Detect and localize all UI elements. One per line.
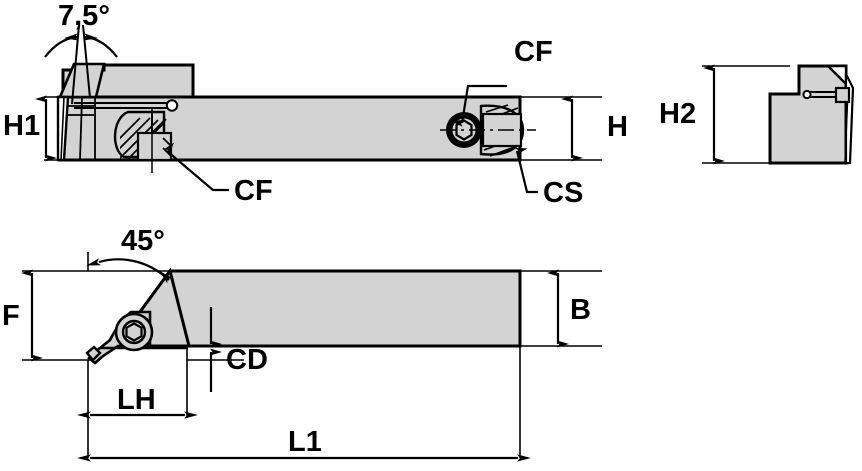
plan-view-group	[22, 252, 602, 458]
toolholder-end-profile	[768, 64, 848, 165]
dimension-label-lh: LH	[117, 384, 156, 416]
dimension-label-h: H	[607, 111, 628, 143]
clamp-screw-plan	[114, 312, 154, 352]
dimension-label-h1: H1	[3, 110, 41, 142]
callout-cf-bottom	[163, 142, 229, 192]
angle-label-7p5: 7,5°	[58, 0, 110, 32]
dimension-label-b: B	[570, 294, 591, 326]
dimension-cd	[187, 307, 244, 392]
callout-label-cf-top: CF	[514, 36, 553, 68]
side-view-group	[44, 62, 602, 173]
dimension-label-h2: H2	[659, 98, 697, 130]
angle-7p5-indicator	[44, 24, 118, 105]
dimension-label-cd: CD	[226, 344, 268, 376]
angle-label-45: 45°	[121, 225, 165, 257]
cutting-insert-side	[440, 104, 536, 157]
callout-label-cs: CS	[543, 177, 584, 209]
dimension-label-f: F	[2, 300, 20, 332]
end-view-coolant-pin	[802, 86, 851, 104]
dimension-label-l1: L1	[288, 426, 322, 458]
front-edge-sliver-inner	[60, 96, 65, 161]
front-relief-face	[58, 62, 106, 99]
insert-tip-plan	[85, 345, 102, 362]
angle-45-indicator	[86, 258, 173, 284]
callout-label-cf-bottom: CF	[234, 175, 273, 207]
end-view-group	[702, 64, 855, 165]
callout-cs	[515, 147, 538, 194]
insert-seat-side	[113, 108, 173, 173]
callout-cf-top	[451, 84, 507, 127]
